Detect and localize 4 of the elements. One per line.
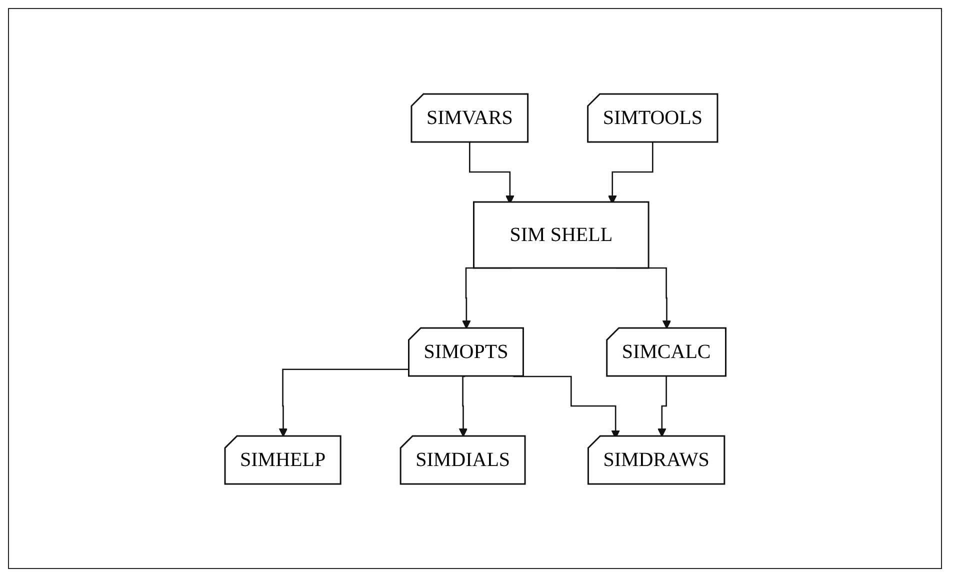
arrow bbox=[458, 375, 468, 436]
node-box: SIM SHELL bbox=[472, 200, 649, 268]
arrow bbox=[278, 368, 409, 436]
arrow bbox=[657, 375, 667, 436]
